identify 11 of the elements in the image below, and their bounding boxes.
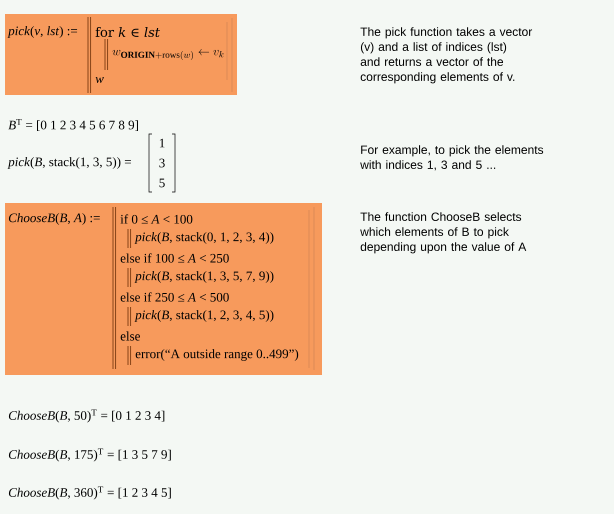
program-box: pick(v, lst) := for k ∈ lst $w_{\mathbf{ORIGIN}+\mathrm{rows}(w)} \leftarrow v_{k}$ w: [5, 14, 237, 95]
result-equation: ChooseB(B, 360)$^{T}$ = [1 2 3 4 5]: [8, 486, 171, 500]
result-equation: ChooseB(B, 175)$^{T}$ = [1 3 5 7 9]: [8, 448, 171, 462]
column-vector: 1 3 5: [148, 134, 176, 192]
result-equation: ChooseB(B, 50)$^{T}$ = [0 1 2 3 4]: [8, 409, 164, 423]
comment-text: For example, to pick the elements with indices 1, 3 and 5 ...: [360, 145, 544, 170]
equation-text: B$^{T}$ = [0 1 2 3 4 5 6 7 8 9]: [8, 118, 138, 132]
comment-text: The pick function takes a vector (v) and a list of indices (lst) and returns a vector of the corresponding elements of v.: [360, 27, 532, 84]
program-box: ChooseB(B, A) := if 0 ≤ A < 100 pick(B, stack(0, 1, 2, 3, 4)) else if 100 ≤ A < 250 pick(B, stack(1, 3, 5, 7, 9)) else if 250 ≤ A < 500 pick(B, stack(1, 2, 3, 4, 5)) else error(“A outside range 0..499”): [5, 203, 322, 375]
comment-text: The function ChooseB selects which elements of B to pick depending upon the value of A: [360, 212, 526, 254]
equation-text: pick(B, stack(1, 3, 5)) =: [7, 157, 131, 169]
